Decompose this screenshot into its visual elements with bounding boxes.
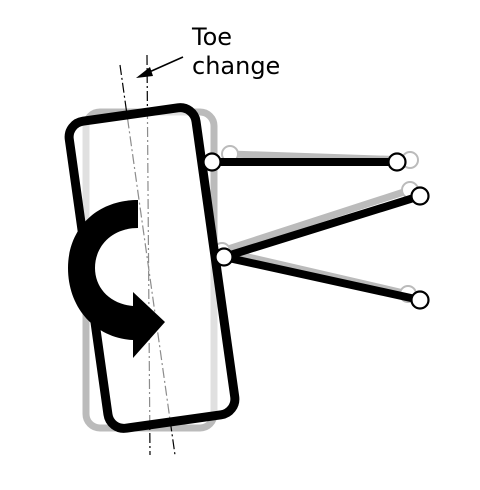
lower-rear-link — [220, 253, 424, 304]
toe-change-label-line-2: change — [192, 52, 280, 80]
toe-change-label-line-1: Toe — [191, 23, 232, 51]
suspension-links — [202, 152, 430, 310]
upper-link-outer-joint — [387, 152, 407, 172]
lower-front-link — [220, 192, 424, 261]
lower-front-link-outer-joint — [410, 186, 430, 206]
lower-front-link-ghost — [218, 186, 414, 255]
arrow-pointer-icon — [136, 56, 184, 78]
upper-link-inner-joint — [202, 152, 222, 172]
curved-arrow-clockwise-icon — [68, 200, 165, 358]
lower-rear-link-outer-joint — [410, 290, 430, 310]
lower-link-hub-joint — [214, 247, 234, 267]
toe-change-label: Toe change — [191, 23, 280, 80]
